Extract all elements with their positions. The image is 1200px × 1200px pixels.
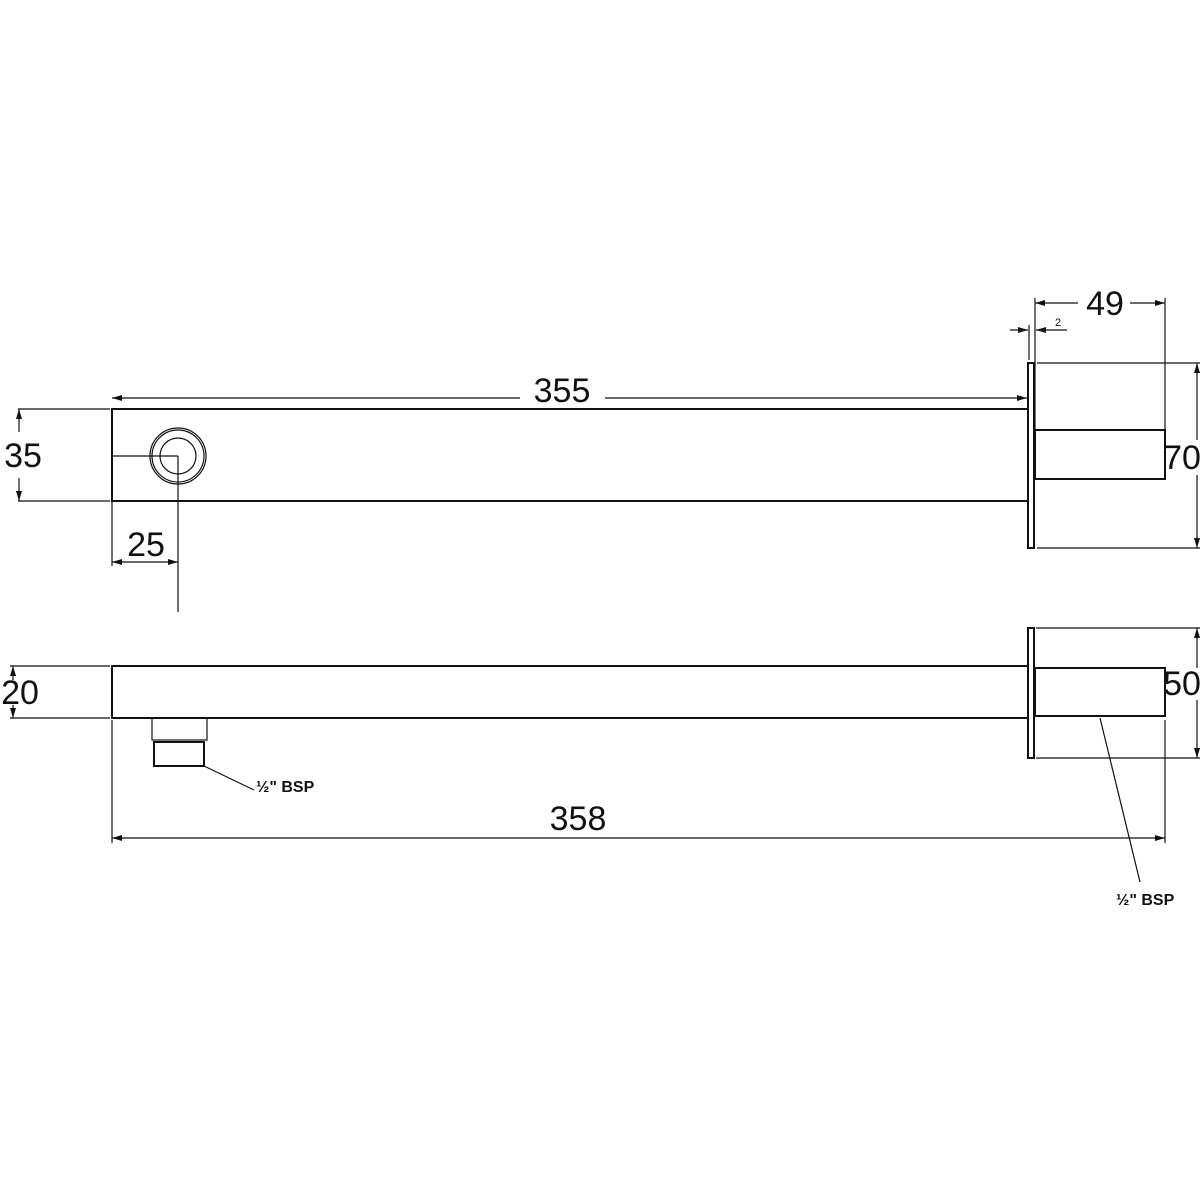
dim-50: 50 xyxy=(1036,627,1200,759)
dim-label: 355 xyxy=(534,372,591,410)
dim-label: 35 xyxy=(4,437,42,475)
dim-label: 70 xyxy=(1163,439,1200,477)
leader-outlet xyxy=(203,765,255,791)
dim-20: 20 xyxy=(1,665,110,719)
inlet-pipe-top xyxy=(1034,429,1166,480)
dim-49: 49 xyxy=(1034,285,1166,430)
side-view: ½" BSP ½" BSP 20 358 50 xyxy=(1,627,1200,909)
inlet-pipe-side xyxy=(1034,667,1166,717)
shower-arm-top xyxy=(111,408,1029,502)
wall-flange-top xyxy=(1027,362,1035,549)
dim-25: 25 xyxy=(111,501,178,566)
dim-358: 358 xyxy=(111,720,1166,843)
wall-flange-side xyxy=(1027,627,1035,759)
dim-label: 49 xyxy=(1086,285,1124,323)
leader-inlet xyxy=(1099,717,1141,883)
outlet-thread-label: ½" BSP xyxy=(256,779,315,796)
dim-355: 355 xyxy=(112,372,1027,410)
dim-35: 35 xyxy=(4,408,110,502)
top-view: 35 25 355 49 2 xyxy=(4,285,1200,612)
dim-label: 25 xyxy=(127,526,165,564)
outlet-fitting xyxy=(151,717,208,767)
dim-2: 2 xyxy=(1010,317,1067,360)
dim-label: 358 xyxy=(550,800,607,838)
shower-arm-side xyxy=(111,665,1029,719)
inlet-thread-label: ½" BSP xyxy=(1116,892,1175,909)
dim-label: 20 xyxy=(1,674,39,712)
dim-70: 70 xyxy=(1037,362,1200,549)
dim-label: 2 xyxy=(1055,317,1061,329)
dim-label: 50 xyxy=(1163,665,1200,703)
